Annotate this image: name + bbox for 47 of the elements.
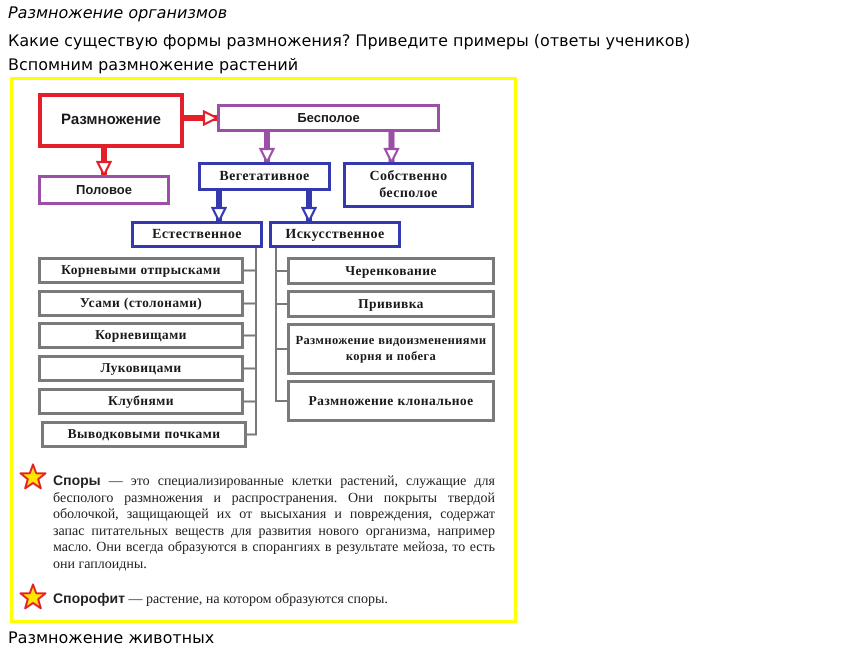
process-box	[38, 93, 184, 148]
process-box	[131, 221, 263, 248]
box-label: Вегетативное	[219, 168, 310, 186]
process-box	[343, 162, 474, 208]
box-label: Размножение клональное	[308, 392, 474, 410]
box-label: Корневыми отпрысками	[61, 262, 221, 279]
box-label: Прививка	[358, 296, 424, 312]
process-box	[217, 104, 440, 132]
process-box	[287, 257, 495, 285]
text-line: Какие существую формы размножения? Приведите примеры (ответы учеников)	[8, 31, 690, 50]
box-label: Выводковыми почками	[68, 426, 220, 443]
box-label: Размножение	[61, 111, 161, 130]
process-box	[38, 355, 244, 382]
definition-text: Споры — это специализированные клетки растений, служащие для бесполого размножения и распространения. Они покрыты твердой оболочкой, защищающей их от высыхания и повреждения, содержат запас питательных веществ для развития нового организма, например масло. Они всегда образуются в спорангиях в результате мейоза, то есть они гаплоидны.	[53, 472, 495, 574]
arrow	[96, 148, 112, 176]
process-box	[287, 323, 495, 375]
box-label: Бесполое	[297, 110, 360, 126]
box-label: Черенкование	[345, 262, 437, 280]
arrow	[184, 110, 218, 126]
process-box	[287, 380, 495, 422]
process-box	[38, 257, 244, 284]
box-label: Собственно бесполое	[368, 168, 449, 202]
arrow	[259, 132, 275, 164]
text-line: Размножение животных	[8, 628, 214, 647]
arrow	[384, 132, 400, 164]
box-label: Клубнями	[108, 393, 174, 410]
definition-text: Спорофит — растение, на котором образуются споры.	[53, 590, 389, 609]
process-box	[287, 290, 495, 318]
page-title: Размножение организмов	[8, 3, 228, 22]
process-box	[38, 388, 244, 415]
box-label: Размножение видоизменениями корня и побега	[294, 333, 488, 365]
process-box	[38, 290, 244, 317]
box-label: Естественное	[152, 226, 242, 244]
process-box	[38, 322, 244, 349]
box-label: Корневищами	[95, 327, 187, 344]
box-label: Искусственное	[285, 226, 385, 244]
box-label: Усами (столонами)	[80, 295, 202, 312]
text-line: Вспомним размножение растений	[8, 55, 298, 74]
arrow	[301, 191, 317, 222]
process-box	[198, 162, 331, 191]
connector-line	[247, 248, 257, 436]
process-box	[38, 175, 170, 205]
box-label: Луковицами	[100, 360, 182, 377]
arrow	[211, 191, 227, 222]
process-box	[269, 221, 401, 248]
box-label: Половое	[76, 182, 132, 198]
process-box	[41, 421, 247, 448]
